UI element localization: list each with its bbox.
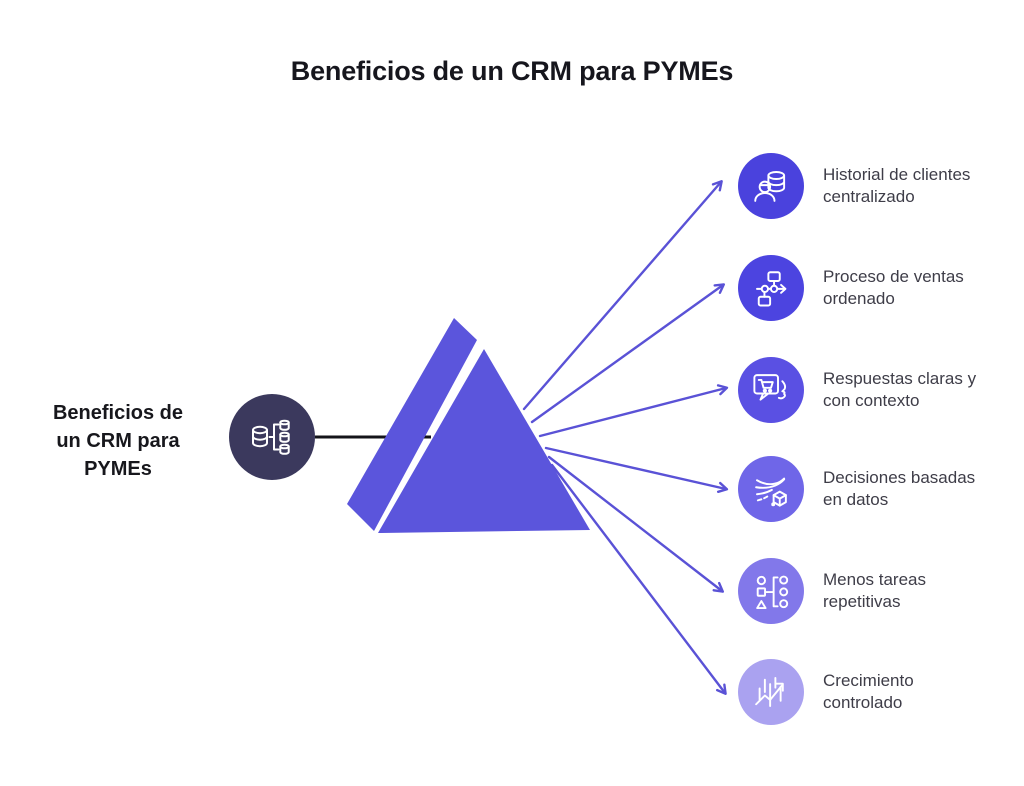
benefit-label: Proceso de ventas ordenado [823, 266, 1008, 310]
benefit-row: Historial de clientes centralizado [738, 153, 1008, 219]
benefit-label-line: controlado [823, 693, 903, 712]
flowchart-icon [756, 271, 787, 307]
benefit-label-line: Respuestas claras y [823, 369, 977, 388]
benefit-circle [738, 357, 804, 423]
benefit-row: Menos tareas repetitivas [738, 558, 1008, 624]
arrow-1 [522, 180, 723, 411]
benefit-circle [738, 456, 804, 522]
arrow-6 [550, 463, 727, 695]
prism-main-face [378, 349, 590, 533]
benefit-circle [738, 558, 804, 624]
person-database-icon [754, 171, 786, 202]
hub-label-line: Beneficios de [52, 402, 184, 424]
benefit-circle [738, 153, 804, 219]
benefit-label-line: centralizado [823, 187, 915, 206]
growth-chart-icon [755, 677, 784, 707]
benefit-label-line: Menos tareas [823, 570, 926, 589]
benefit-circle [738, 659, 804, 725]
benefit-label-line: repetitivas [823, 592, 901, 611]
benefit-label-line: Crecimiento [823, 671, 914, 690]
benefit-row: Decisiones basadas en datos [738, 456, 1008, 522]
data-flow-cube-icon [755, 477, 787, 507]
page-title: Beneficios de un CRM para PYMEs [290, 56, 734, 86]
database-branch-icon [252, 419, 290, 455]
hub-circle [229, 394, 315, 480]
benefit-label: Crecimiento controlado [823, 670, 1008, 714]
benefit-label: Menos tareas repetitivas [823, 569, 1008, 613]
benefit-label: Respuestas claras y con contexto [823, 368, 1008, 412]
benefit-label-line: con contexto [823, 391, 920, 410]
benefit-row: Proceso de ventas ordenado [738, 255, 1008, 321]
benefit-label-line: Proceso de ventas [823, 267, 964, 286]
arrow-5 [547, 455, 724, 593]
chat-cart-icon [753, 374, 787, 401]
benefit-label-line: Decisiones basadas [823, 468, 976, 487]
hub-label-line: PYMEs [84, 458, 152, 480]
benefit-label-line: ordenado [823, 289, 895, 308]
prism-left-face [347, 318, 477, 531]
benefit-arrows [522, 180, 729, 695]
hub-label: Beneficios de un CRM para PYMEs [36, 399, 200, 483]
benefit-label-line: en datos [823, 490, 889, 509]
benefit-label-line: Historial de clientes [823, 165, 971, 184]
arrow-4 [544, 446, 729, 494]
prism-shape [347, 318, 590, 533]
benefit-row: Crecimiento controlado [738, 659, 1008, 725]
benefit-row: Respuestas claras y con contexto [738, 357, 1008, 423]
benefit-circle [738, 255, 804, 321]
benefit-label: Decisiones basadas en datos [823, 467, 1008, 511]
arrow-2 [530, 283, 726, 424]
benefit-label: Historial de clientes centralizado [823, 164, 1008, 208]
shapes-bracket-icon [756, 575, 789, 610]
hub-label-line: un CRM para [56, 430, 180, 452]
arrow-3 [538, 384, 729, 438]
